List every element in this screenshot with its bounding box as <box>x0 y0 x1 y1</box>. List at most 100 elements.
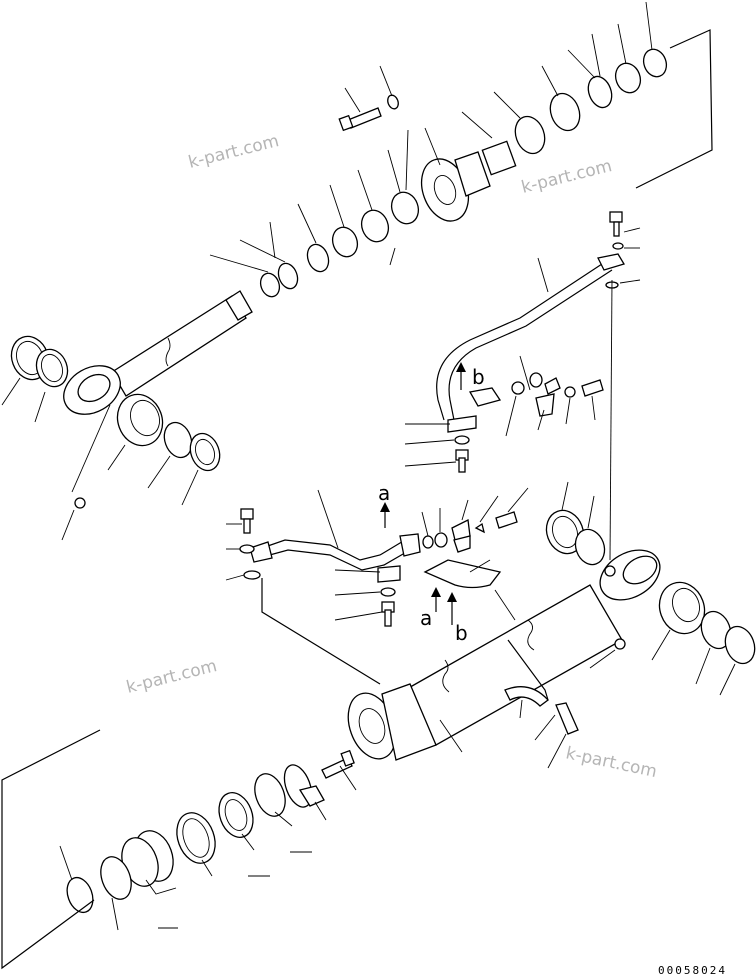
ring-1 <box>277 262 299 290</box>
rod-eye-bore <box>77 373 111 403</box>
piston-rod-assembly <box>63 290 253 415</box>
bottom-grease-port <box>604 565 616 577</box>
head-body <box>454 151 491 197</box>
bottom-eye-bore <box>622 555 658 585</box>
lower-pipe-washer <box>239 544 255 554</box>
upper-pipe-elbow-flange <box>468 387 502 407</box>
bushing-head <box>481 140 517 176</box>
lower-pipe-flange <box>399 533 421 557</box>
head-bolt <box>347 107 382 129</box>
seal-ring-a <box>163 421 193 459</box>
fitting-bolt-b <box>495 511 518 529</box>
arrow-up-icon <box>447 592 457 602</box>
spacer-ring <box>35 348 69 388</box>
rod-thread-end <box>225 290 253 321</box>
split-flange-d <box>453 535 471 553</box>
rod-end-rings <box>1 335 69 423</box>
pipe-washer-top <box>612 242 624 250</box>
watermark-bottom-left: k-part.com <box>124 656 219 698</box>
group-bracket-top <box>635 29 713 189</box>
fitting-oring-b <box>422 535 434 549</box>
arrow-up-icon <box>431 587 441 597</box>
rod-break-mark <box>165 337 171 367</box>
bushing-lower <box>66 876 94 914</box>
split-flange-b <box>535 393 555 417</box>
wear-ring-lower <box>254 773 286 817</box>
cylinder-tube <box>404 584 623 746</box>
piston-stack <box>209 129 420 298</box>
piston-ring-1 <box>331 226 359 258</box>
upper-pipe <box>436 261 606 421</box>
marker-b-label: b <box>472 365 485 389</box>
piston-rod <box>111 295 247 397</box>
bottom-seal-b <box>574 528 606 566</box>
bottom-grease-fitting <box>614 638 626 650</box>
piston-seal-lower <box>100 856 132 900</box>
upper-clamp-stack <box>404 415 477 473</box>
washer-1 <box>259 272 281 298</box>
cylinder-head <box>389 127 491 266</box>
group-bracket-bottom <box>1 729 101 970</box>
lower-pipe-end-flange <box>249 541 273 563</box>
tube-break-mark <box>527 619 535 651</box>
fitting-washer <box>564 386 576 398</box>
head-bolt-washer <box>387 94 399 110</box>
lower-pipe-fittings <box>421 487 529 553</box>
seal-ring-b <box>189 432 221 472</box>
arrow-up-icon <box>380 502 390 512</box>
fitting-clip <box>474 522 485 534</box>
cylinder-barrel-assembly <box>347 279 661 769</box>
o-ring <box>306 243 330 273</box>
watermark-top-right: k-part.com <box>519 156 614 198</box>
fitting-bolt <box>581 379 604 397</box>
upper-pipe-assembly <box>436 211 641 421</box>
bottom-ring-b <box>724 625 756 665</box>
upper-pipe-fittings <box>505 355 604 437</box>
marker-a-guard-label: a <box>420 606 432 630</box>
fitting-ring-b <box>434 532 448 548</box>
lower-pipe-assembly <box>225 489 421 627</box>
seal-head-2 <box>549 92 581 132</box>
pipe-guard: a b <box>420 559 516 645</box>
upper-pipe-flange <box>597 253 625 271</box>
rod-eye-bushing-group <box>61 393 221 541</box>
seal-head-1 <box>514 115 546 155</box>
marker-a-lower-pipe: a <box>378 481 390 528</box>
fitting-ring-a <box>529 372 543 388</box>
watermark-top-left: k-part.com <box>186 131 281 173</box>
piston-ring-2 <box>360 209 390 243</box>
bottom-seal-a <box>545 509 585 555</box>
lower-pipe-bolt <box>240 508 254 520</box>
lower-pipe-oring <box>243 570 261 580</box>
tube-head-collar <box>381 683 437 761</box>
drawing-code: 00058024 <box>658 964 727 977</box>
grease-fitting <box>74 497 86 509</box>
bottom-eye-rings <box>545 481 756 696</box>
nut-lock <box>298 785 325 807</box>
marker-b-guard-label: b <box>455 621 468 645</box>
marker-b-upper: b <box>456 362 485 390</box>
marker-a-label: a <box>378 481 390 505</box>
pipe-bolt-top <box>609 211 623 223</box>
group-bracket-middle <box>261 578 381 685</box>
lower-piston-stack <box>59 749 357 931</box>
bushing <box>116 393 164 447</box>
upper-clamp-washer <box>454 435 470 445</box>
head-bolt-group <box>338 65 399 132</box>
leader-1 <box>1 377 21 406</box>
tube-band <box>504 686 549 707</box>
lower-clamp-washer <box>380 587 396 597</box>
lower-clamp <box>377 565 401 583</box>
fitting-oring-a <box>511 381 525 395</box>
piston-lower <box>218 792 254 838</box>
upper-clamp <box>447 415 477 433</box>
lower-pipe <box>261 539 406 561</box>
seal-head-4 <box>614 62 642 94</box>
seal-head-3 <box>587 75 613 109</box>
seal-head-5 <box>642 48 668 78</box>
band-bolt <box>555 702 579 735</box>
arrow-up-icon <box>456 362 466 372</box>
piston-ring-lower <box>176 812 216 864</box>
